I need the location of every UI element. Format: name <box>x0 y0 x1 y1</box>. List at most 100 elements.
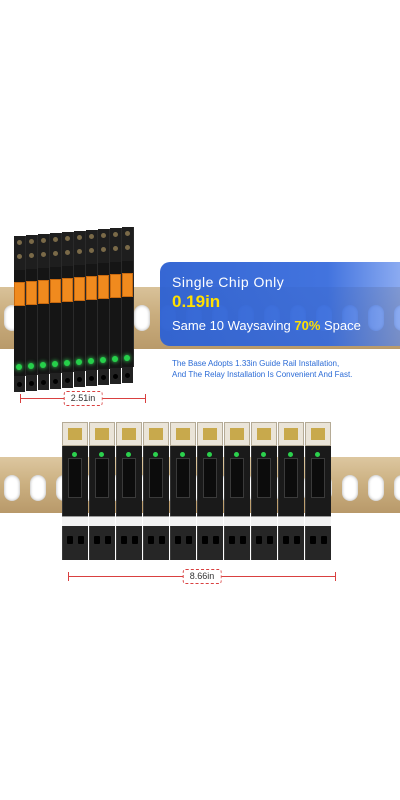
slim-relay <box>74 231 86 387</box>
relay-window <box>176 458 190 498</box>
terminal-hole <box>148 536 154 544</box>
slim-relay <box>62 232 74 388</box>
status-led <box>40 362 46 368</box>
rail-slot <box>4 475 20 501</box>
slim-relay-base <box>122 367 133 383</box>
relay-window <box>284 458 298 498</box>
terminal-screw <box>65 250 70 255</box>
terminal-hole <box>89 376 94 381</box>
release-lever <box>122 273 133 297</box>
slim-relay-module <box>14 222 150 392</box>
terminal-screw <box>41 238 46 243</box>
terminal-screw <box>77 235 82 240</box>
relay-window <box>311 458 325 498</box>
slim-relay-terminal-block <box>38 234 49 268</box>
terminal-hole <box>294 536 300 544</box>
status-led <box>28 363 34 369</box>
standard-relay-module <box>62 422 340 560</box>
terminal-screw <box>29 253 34 258</box>
relay-base <box>224 526 250 560</box>
status-led <box>180 452 185 457</box>
terminal-screw <box>29 239 34 244</box>
terminal-screw <box>89 234 94 239</box>
slim-relay-terminal-block <box>74 231 85 265</box>
status-led <box>76 359 82 365</box>
terminal-hole <box>41 380 46 385</box>
standard-relay <box>305 422 331 560</box>
status-led <box>100 357 106 363</box>
slim-relay <box>26 235 38 391</box>
standard-relay <box>278 422 304 560</box>
relay-base <box>170 526 196 560</box>
terminal-hole <box>267 536 273 544</box>
slim-relay-terminal-block <box>86 230 97 264</box>
terminal-screw <box>125 245 130 250</box>
relay-marker-strip <box>251 516 277 527</box>
terminal-hole <box>113 374 118 379</box>
terminal-hole <box>94 536 100 544</box>
release-lever <box>26 281 37 305</box>
terminal-screw <box>17 240 22 245</box>
slim-relay-terminal-block <box>98 229 109 263</box>
standard-relay <box>251 422 277 560</box>
description-line-1: The Base Adopts 1.33in Guide Rail Instal… <box>172 359 340 368</box>
terminal-screw <box>53 251 58 256</box>
relay-base <box>89 526 115 560</box>
relay-window <box>68 458 82 498</box>
relay-window <box>149 458 163 498</box>
slim-relay-terminal-block <box>122 227 133 261</box>
relay-window <box>122 458 136 498</box>
slim-relay-base <box>110 368 121 384</box>
slim-relay <box>122 227 134 383</box>
terminal-hole <box>321 536 327 544</box>
release-lever <box>98 275 109 299</box>
slim-relay-base <box>74 371 85 387</box>
release-lever <box>74 277 85 301</box>
release-lever <box>86 276 97 300</box>
relay-base <box>62 526 88 560</box>
relay-label <box>176 428 190 440</box>
terminal-screw <box>125 231 130 236</box>
slim-relay-base <box>14 376 25 392</box>
terminal-screw <box>101 247 106 252</box>
relay-base <box>197 526 223 560</box>
terminal-hole <box>29 381 34 386</box>
relay-cap <box>89 422 115 446</box>
space-saving-percent: 70% <box>294 318 321 333</box>
relay-base <box>278 526 304 560</box>
status-led <box>207 452 212 457</box>
standard-relay <box>116 422 142 560</box>
slim-relay-base <box>50 373 61 389</box>
slim-relay-terminal-block <box>50 233 61 267</box>
status-led <box>64 360 70 366</box>
dimension-tick-right <box>145 394 146 403</box>
slim-relay <box>14 236 26 392</box>
standard-relay <box>89 422 115 560</box>
release-lever <box>14 282 25 306</box>
rail-slot <box>394 475 400 501</box>
standard-relay <box>143 422 169 560</box>
release-lever <box>50 279 61 303</box>
relay-marker-strip <box>116 516 142 527</box>
relay-label <box>95 428 109 440</box>
relay-marker-strip <box>62 516 88 527</box>
space-saving-prefix: Same 10 Waysaving <box>172 318 295 333</box>
terminal-hole <box>121 536 127 544</box>
relay-socket-body <box>89 446 115 516</box>
relay-cap <box>197 422 223 446</box>
dimension-line-top: 2.51in <box>20 391 146 406</box>
relay-base <box>116 526 142 560</box>
terminal-hole <box>202 536 208 544</box>
terminal-hole <box>229 536 235 544</box>
terminal-hole <box>101 375 106 380</box>
slim-relay-terminal-block <box>110 228 121 262</box>
slim-relay <box>38 234 50 390</box>
relay-cap <box>305 422 331 446</box>
dimension-tick-left <box>68 572 69 581</box>
terminal-screw <box>89 248 94 253</box>
terminal-screw <box>53 237 58 242</box>
terminal-screw <box>65 236 70 241</box>
info-panel: Single Chip Only 0.19in Same 10 Waysavin… <box>160 262 400 346</box>
terminal-hole <box>175 536 181 544</box>
terminal-hole <box>53 379 58 384</box>
